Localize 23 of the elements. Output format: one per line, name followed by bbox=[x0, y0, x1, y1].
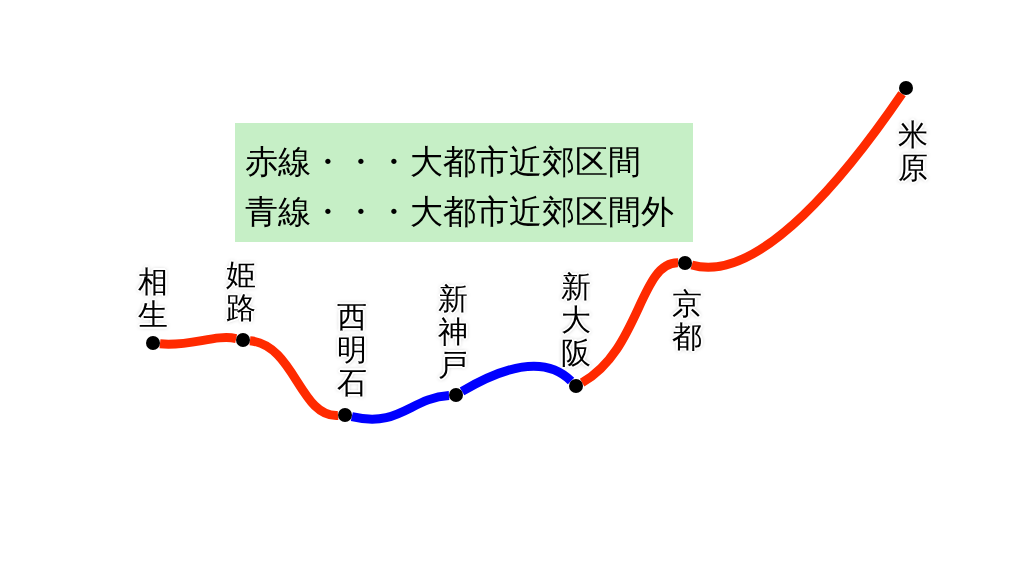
rail-line bbox=[351, 391, 450, 424]
station-name: 京都 bbox=[672, 287, 702, 353]
station-dot bbox=[146, 336, 160, 350]
station-dot bbox=[449, 388, 463, 402]
note-text: 赤線・・・大都市近郊区間 bbox=[245, 141, 642, 183]
rail-line bbox=[691, 91, 906, 272]
station-name: 相生 bbox=[138, 265, 168, 331]
station-dot bbox=[569, 379, 583, 393]
station-dot bbox=[338, 408, 352, 422]
rail-line bbox=[248, 336, 339, 420]
note-text: 青線・・・大都市近郊区間外 bbox=[245, 190, 675, 233]
station-name: 米原 bbox=[898, 118, 928, 184]
station-name: 新大阪 bbox=[561, 270, 591, 369]
station-name: 新神戸 bbox=[438, 282, 468, 381]
rail-line bbox=[159, 333, 237, 349]
rail-line bbox=[579, 258, 679, 387]
station-dot bbox=[236, 333, 250, 347]
legend-note-box bbox=[235, 123, 693, 242]
station-name: 姫路 bbox=[226, 258, 256, 324]
station-dot bbox=[678, 256, 692, 270]
station-name: 西明石 bbox=[337, 300, 367, 399]
station-dot bbox=[899, 81, 913, 95]
rail-line bbox=[459, 361, 574, 396]
